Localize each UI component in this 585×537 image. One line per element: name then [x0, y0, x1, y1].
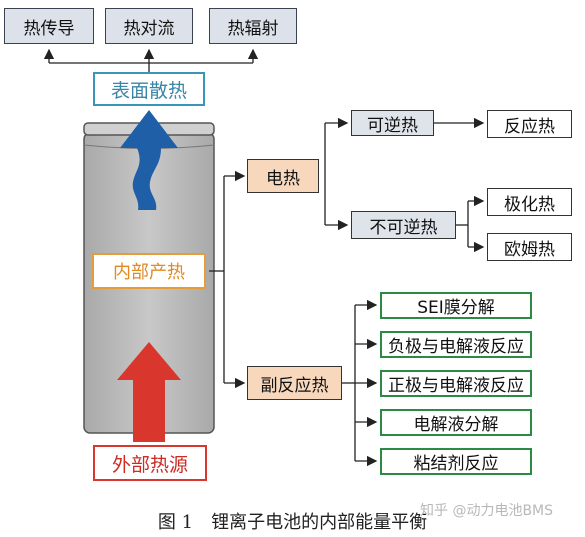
- reversible-heat-box: 可逆热: [351, 110, 434, 136]
- side-reaction-anode: 负极与电解液反应: [380, 331, 532, 358]
- figure-caption: 图 1 锂离子电池的内部能量平衡: [157, 512, 428, 533]
- surface-heat-box: 表面散热: [93, 72, 205, 106]
- ohmic-heat-box: 欧姆热: [487, 233, 572, 261]
- side-reaction-binder: 粘结剂反应: [380, 448, 532, 475]
- reaction-heat-box: 反应热: [487, 110, 572, 138]
- side-reaction-electrolyte: 电解液分解: [380, 409, 532, 436]
- internal-heat-box: 内部产热: [92, 253, 206, 289]
- irreversible-heat-box: 不可逆热: [351, 211, 456, 239]
- heat-conduction-box: 热传导: [4, 8, 94, 44]
- watermark: 知乎 @动力电池BMS: [420, 503, 554, 519]
- side-reaction-heat-box: 副反应热: [247, 366, 342, 400]
- polarization-heat-box: 极化热: [487, 188, 572, 216]
- heat-radiation-box: 热辐射: [209, 8, 297, 44]
- external-heat-box: 外部热源: [93, 445, 207, 481]
- side-reaction-cathode: 正极与电解液反应: [380, 370, 532, 397]
- electric-heat-box: 电热: [247, 159, 319, 193]
- heat-dissipation-arrow-icon: [120, 110, 178, 210]
- external-heat-arrow-icon: [117, 342, 181, 442]
- side-reaction-sei: SEI膜分解: [380, 292, 532, 319]
- heat-convection-box: 热对流: [105, 8, 193, 44]
